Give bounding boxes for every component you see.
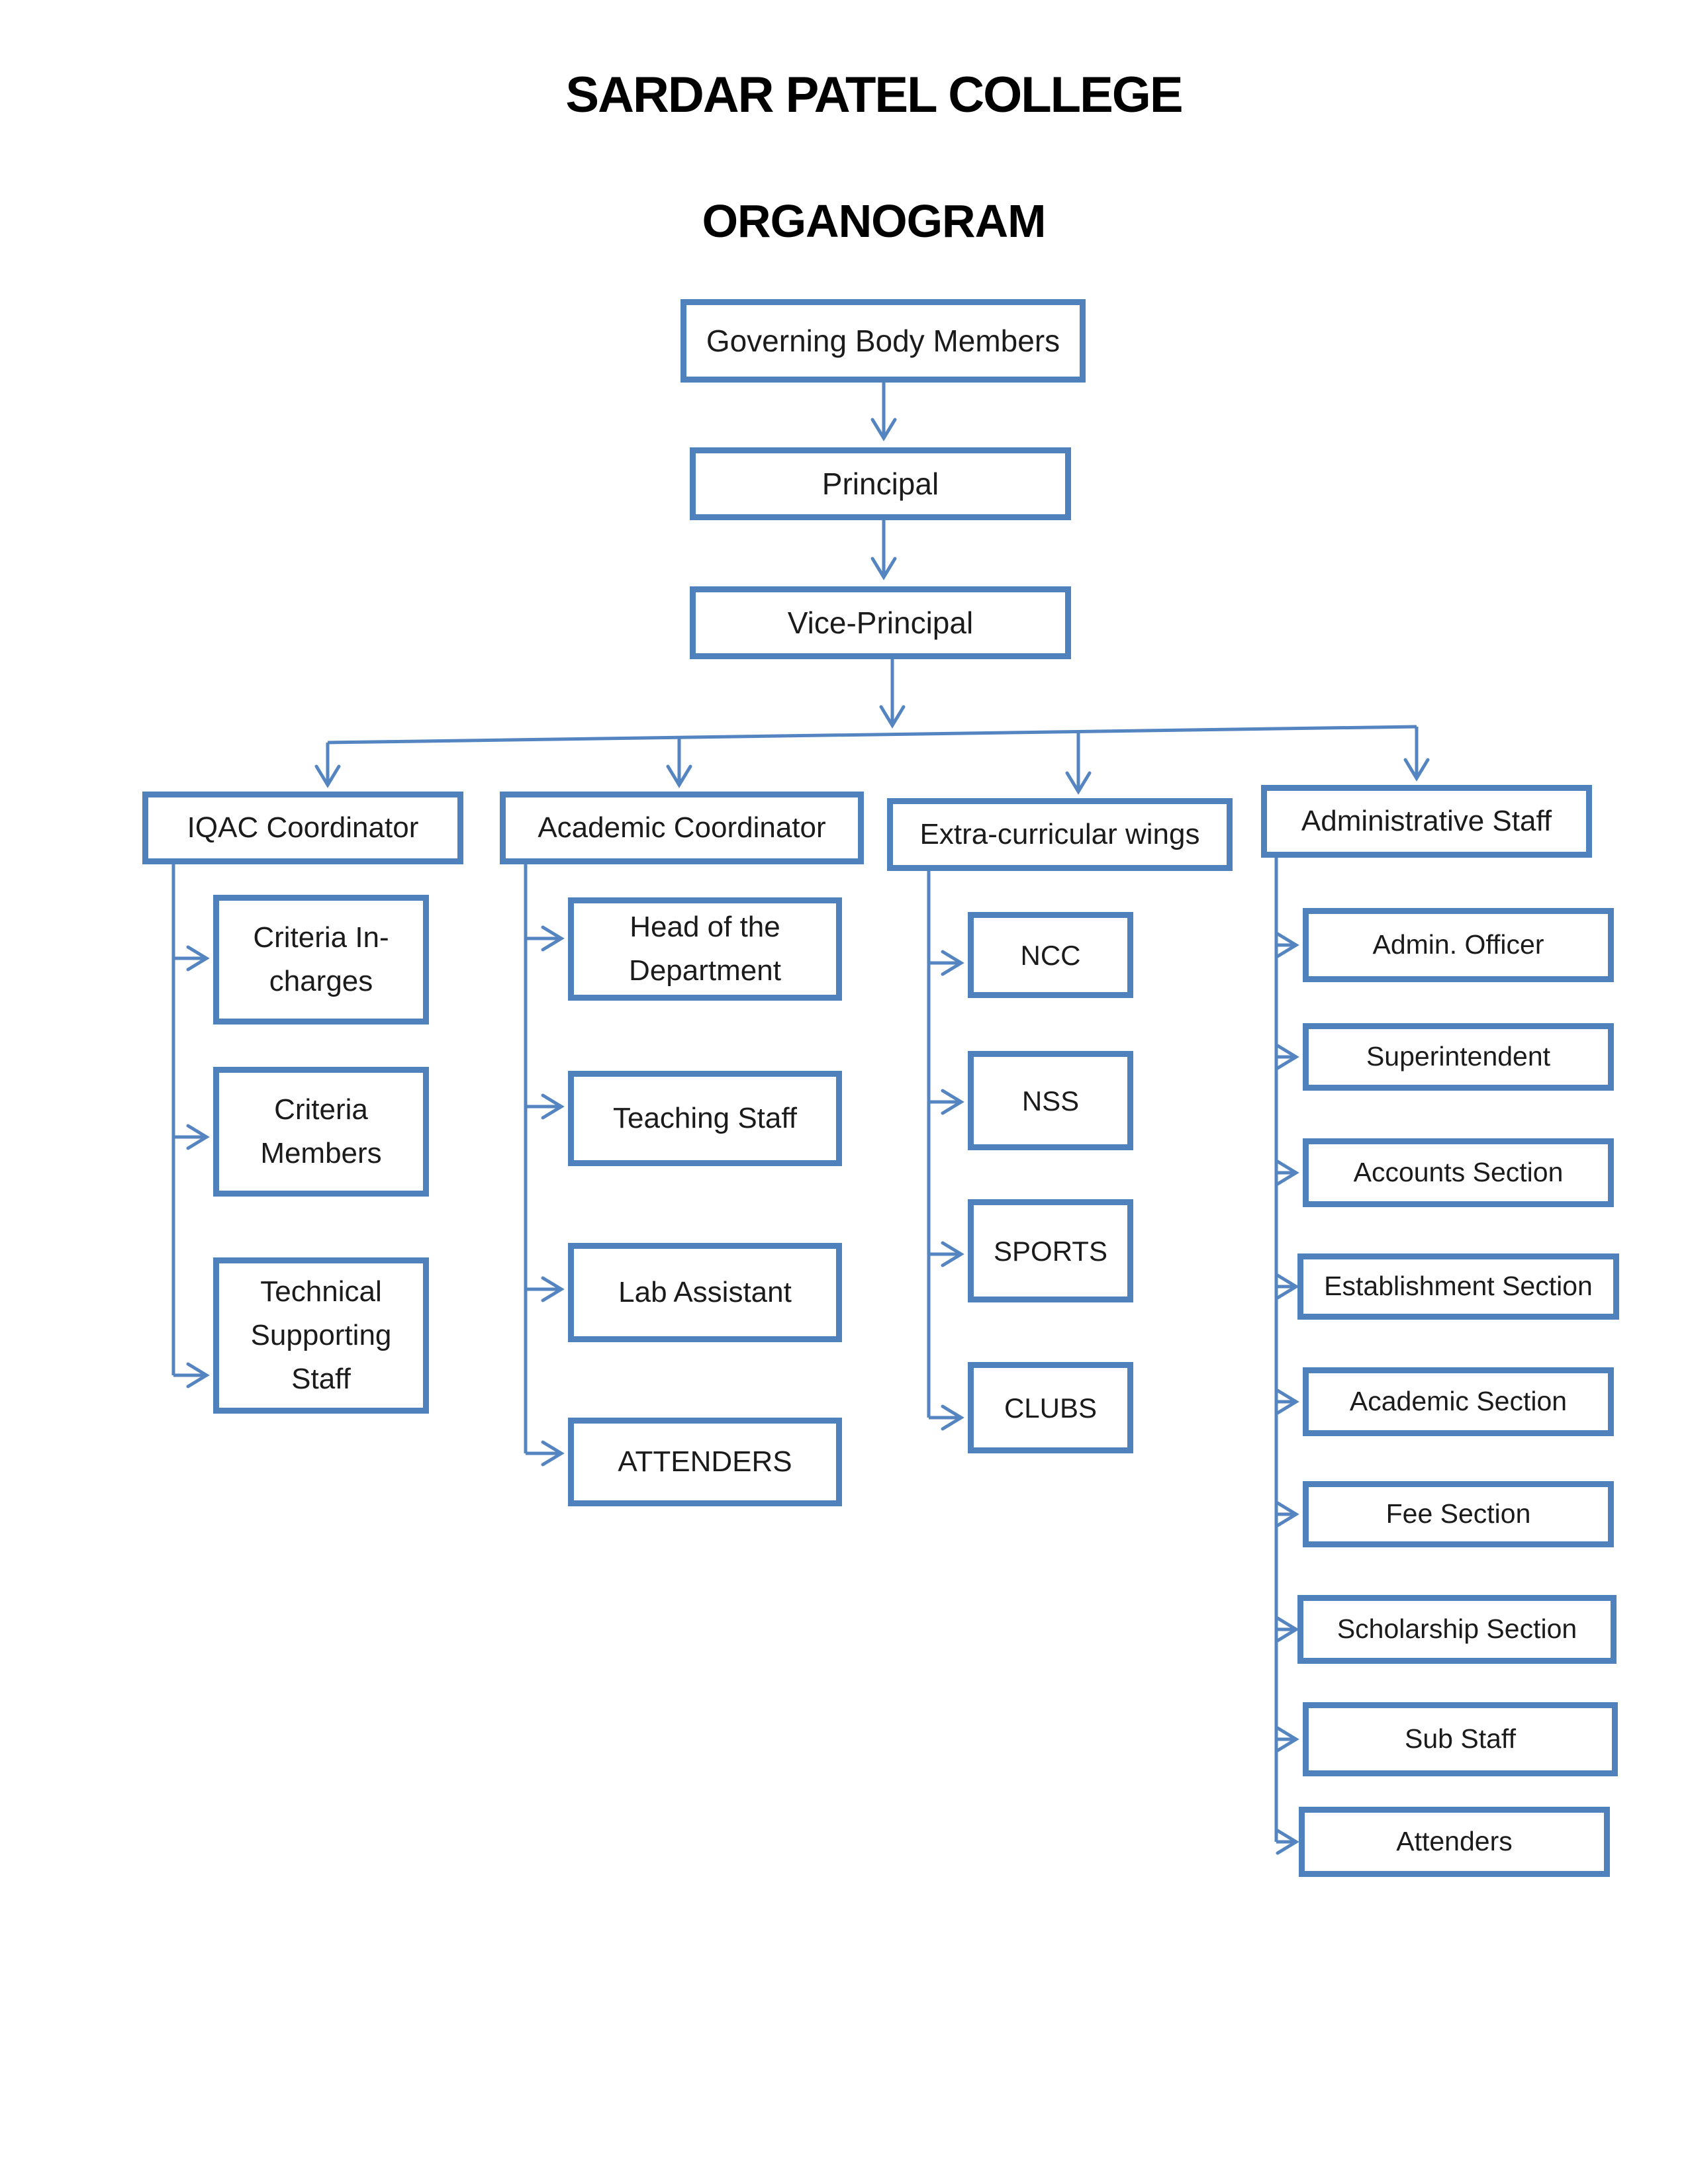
box-accounts-section: Accounts Section	[1303, 1138, 1614, 1207]
box-vice-principal-label: Vice-Principal	[787, 605, 974, 640]
header-iqac-label: IQAC Coordinator	[187, 811, 419, 844]
nss-label: NSS	[1021, 1085, 1080, 1116]
box-header-administrative-staff: Administrative Staff	[1261, 785, 1592, 858]
box-superintendent: Superintendent	[1303, 1023, 1614, 1091]
technical-supporting-staff-label: Technical Supporting Staff	[250, 1275, 392, 1395]
box-header-iqac-coordinator: IQAC Coordinator	[142, 792, 463, 864]
header-administrative-label: Administrative Staff	[1301, 805, 1552, 837]
box-technical-supporting-staff: Technical Supporting Staff	[213, 1257, 429, 1414]
box-lab-assistant: Lab Assistant	[568, 1243, 842, 1342]
box-fee-section: Fee Section	[1303, 1481, 1614, 1547]
ncc-label: NCC	[1020, 939, 1081, 971]
page-title: SARDAR PATEL COLLEGE	[565, 67, 1183, 123]
attenders-academic-label: ATTENDERS	[618, 1445, 792, 1478]
box-attenders-academic: ATTENDERS	[568, 1418, 842, 1506]
box-governing-body: Governing Body Members	[680, 299, 1086, 383]
box-header-extra-curricular: Extra-curricular wings	[887, 798, 1233, 871]
scholarship-section-label: Scholarship Section	[1336, 1614, 1577, 1645]
admin-officer-label: Admin. Officer	[1372, 929, 1544, 960]
header-extra-curricular-label: Extra-curricular wings	[919, 818, 1200, 850]
lab-assistant-label: Lab Assistant	[618, 1276, 792, 1308]
box-criteria-members: Criteria Members	[213, 1067, 429, 1197]
box-attenders-admin: Attenders	[1299, 1807, 1610, 1877]
sports-label: SPORTS	[994, 1235, 1107, 1267]
criteria-incharges-label: Criteria In-charges	[253, 921, 389, 997]
teaching-staff-label: Teaching Staff	[612, 1102, 798, 1134]
box-sub-staff: Sub Staff	[1303, 1702, 1618, 1776]
box-vice-principal: Vice-Principal	[690, 586, 1071, 659]
criteria-members-label: Criteria Members	[260, 1093, 382, 1169]
box-clubs: CLUBS	[968, 1362, 1133, 1453]
box-governing-body-label: Governing Body Members	[706, 323, 1060, 358]
academic-section-label: Academic Section	[1349, 1386, 1568, 1417]
box-principal: Principal	[690, 447, 1071, 520]
attenders-admin-label: Attenders	[1396, 1826, 1513, 1857]
establishment-section-label: Establishment Section	[1324, 1271, 1593, 1302]
box-establishment-section: Establishment Section	[1297, 1253, 1619, 1320]
box-header-academic-coordinator: Academic Coordinator	[500, 792, 864, 864]
box-teaching-staff: Teaching Staff	[568, 1071, 842, 1166]
box-head-of-department: Head of the Department	[568, 897, 842, 1001]
box-ncc: NCC	[968, 912, 1133, 998]
box-sports: SPORTS	[968, 1199, 1133, 1302]
box-admin-officer: Admin. Officer	[1303, 908, 1614, 982]
clubs-label: CLUBS	[1004, 1392, 1098, 1424]
box-scholarship-section: Scholarship Section	[1297, 1595, 1617, 1664]
fee-section-label: Fee Section	[1385, 1498, 1531, 1529]
superintendent-label: Superintendent	[1366, 1041, 1551, 1072]
page-subtitle: ORGANOGRAM	[702, 195, 1047, 247]
sub-staff-label: Sub Staff	[1405, 1723, 1516, 1754]
box-principal-label: Principal	[821, 466, 939, 501]
box-criteria-incharges: Criteria In-charges	[213, 895, 429, 1024]
box-academic-section: Academic Section	[1303, 1367, 1614, 1436]
distribution-line	[327, 725, 1417, 745]
accounts-section-label: Accounts Section	[1353, 1157, 1564, 1188]
head-of-department-label: Head of the Department	[629, 911, 781, 987]
box-nss: NSS	[968, 1051, 1133, 1150]
header-academic-label: Academic Coordinator	[538, 811, 826, 844]
